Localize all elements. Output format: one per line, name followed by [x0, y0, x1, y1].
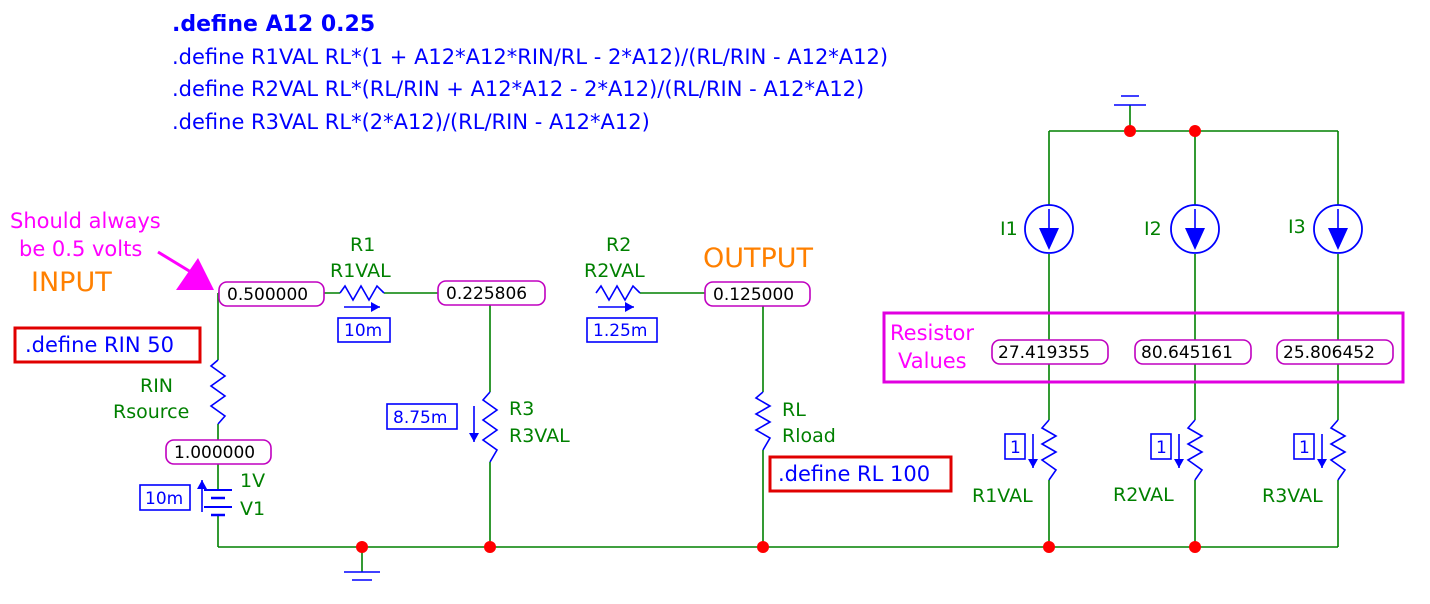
note-pointer-arrow	[157, 250, 205, 282]
arrow-r3-current	[469, 406, 479, 442]
resistor-rl[interactable]	[754, 391, 772, 451]
note-should-line1: Should always	[10, 209, 161, 233]
resistor-rin[interactable]	[209, 359, 227, 425]
resistor-r3val[interactable]	[1329, 419, 1347, 481]
resistor-r1[interactable]	[339, 284, 385, 302]
arrow-r2-current	[598, 302, 634, 312]
resistor-r2val[interactable]	[1186, 419, 1204, 481]
junction-dot	[484, 541, 496, 553]
node-voltage-source: 1.000000	[165, 439, 272, 465]
junction-dot	[1189, 125, 1201, 137]
resistor-values-box	[882, 311, 1405, 384]
define-r1val: .define R1VAL RL*(1 + A12*A12*RIN/RL - 2…	[172, 45, 888, 69]
svg-text:1.25m: 1.25m	[593, 321, 647, 341]
svg-text:1: 1	[1299, 438, 1310, 458]
define-rin-box: .define RIN 50	[13, 326, 202, 364]
define-a12: .define A12 0.25	[172, 12, 375, 37]
resistor-values-label-line2: Values	[898, 349, 967, 373]
rl-name-label: RL	[782, 399, 806, 421]
svg-text:1: 1	[1010, 438, 1021, 458]
resistor-r3[interactable]	[481, 391, 499, 463]
rr3-value-label: R3VAL	[1262, 485, 1323, 507]
current-source-i2[interactable]	[1170, 204, 1220, 254]
r1-name-label: R1	[350, 234, 375, 256]
svg-text:0.125000: 0.125000	[713, 285, 794, 305]
current-label-rr1: 1	[1004, 433, 1026, 460]
current-source-i1[interactable]	[1024, 204, 1074, 254]
svg-text:0.225806: 0.225806	[446, 284, 527, 304]
rin-name-label: RIN	[140, 375, 173, 397]
i3-label: I3	[1288, 216, 1306, 238]
current-label-r3: 8.75m	[386, 403, 458, 430]
r3-name-label: R3	[509, 398, 534, 420]
junction-dot	[356, 541, 368, 553]
arrow-rr2-current	[1174, 434, 1184, 468]
resistor-value-r1: 27.419355	[991, 339, 1109, 365]
r1-value-label: R1VAL	[330, 260, 391, 282]
r3-value-label: R3VAL	[509, 425, 570, 447]
junction-dot	[1043, 541, 1055, 553]
svg-text:1: 1	[1156, 438, 1167, 458]
arrow-rr1-current	[1028, 434, 1038, 468]
resistor-value-r3: 25.806452	[1276, 339, 1394, 365]
v1-name-label: V1	[240, 498, 265, 520]
current-label-rr3: 1	[1293, 433, 1315, 460]
rr2-value-label: R2VAL	[1113, 484, 1174, 506]
node-voltage-output: 0.125000	[704, 281, 811, 307]
current-label-v1: 10m	[139, 484, 191, 511]
svg-text:1.000000: 1.000000	[174, 443, 255, 463]
svg-text:0.500000: 0.500000	[227, 285, 308, 305]
node-voltage-mid: 0.225806	[437, 280, 546, 306]
define-rl-box: .define RL 100	[768, 455, 953, 493]
define-r3val: .define R3VAL RL*(2*A12)/(RL/RIN - A12*A…	[172, 110, 650, 134]
v1-value-label: 1V	[240, 470, 265, 492]
i1-label: I1	[1000, 218, 1018, 240]
output-label: OUTPUT	[703, 243, 814, 274]
current-label-rr2: 1	[1150, 433, 1172, 460]
rl-value-label: Rload	[782, 425, 836, 447]
current-label-r2: 1.25m	[586, 317, 658, 343]
svg-text:10m: 10m	[344, 321, 382, 341]
resistor-values-label-line1: Resistor	[890, 321, 974, 345]
rr1-value-label: R1VAL	[972, 485, 1033, 507]
svg-text:.define RL 100: .define RL 100	[778, 462, 930, 486]
arrow-v1-current	[197, 480, 207, 512]
current-label-r1: 10m	[337, 317, 391, 343]
svg-text:.define RIN 50: .define RIN 50	[25, 333, 174, 357]
battery-v1[interactable]	[204, 489, 232, 517]
resistor-r2[interactable]	[595, 284, 641, 302]
ground-symbol-bottom	[344, 571, 380, 581]
r2-value-label: R2VAL	[584, 260, 645, 282]
define-r2val: .define R2VAL RL*(RL/RIN + A12*A12 - 2*A…	[172, 77, 864, 101]
arrow-r1-current	[344, 302, 380, 312]
r2-name-label: R2	[606, 234, 631, 256]
svg-text:27.419355: 27.419355	[998, 343, 1090, 363]
note-should-line2: be 0.5 volts	[19, 237, 142, 261]
junction-dot	[757, 541, 769, 553]
arrow-rr3-current	[1317, 434, 1327, 468]
node-voltage-input: 0.500000	[218, 281, 325, 307]
svg-text:25.806452: 25.806452	[1283, 343, 1375, 363]
junction-dot	[1124, 125, 1136, 137]
svg-text:8.75m: 8.75m	[393, 408, 447, 428]
current-source-i3[interactable]	[1313, 204, 1363, 254]
junction-dot	[1189, 541, 1201, 553]
i2-label: I2	[1144, 218, 1162, 240]
svg-text:80.645161: 80.645161	[1141, 343, 1233, 363]
ground-symbol-top	[1114, 95, 1146, 106]
input-label: INPUT	[31, 267, 112, 298]
right-circuit-wires	[1048, 105, 1339, 547]
resistor-value-r2: 80.645161	[1134, 339, 1252, 365]
rin-value-label: Rsource	[113, 401, 189, 423]
resistor-r1val[interactable]	[1040, 419, 1058, 481]
svg-text:10m: 10m	[145, 489, 183, 509]
